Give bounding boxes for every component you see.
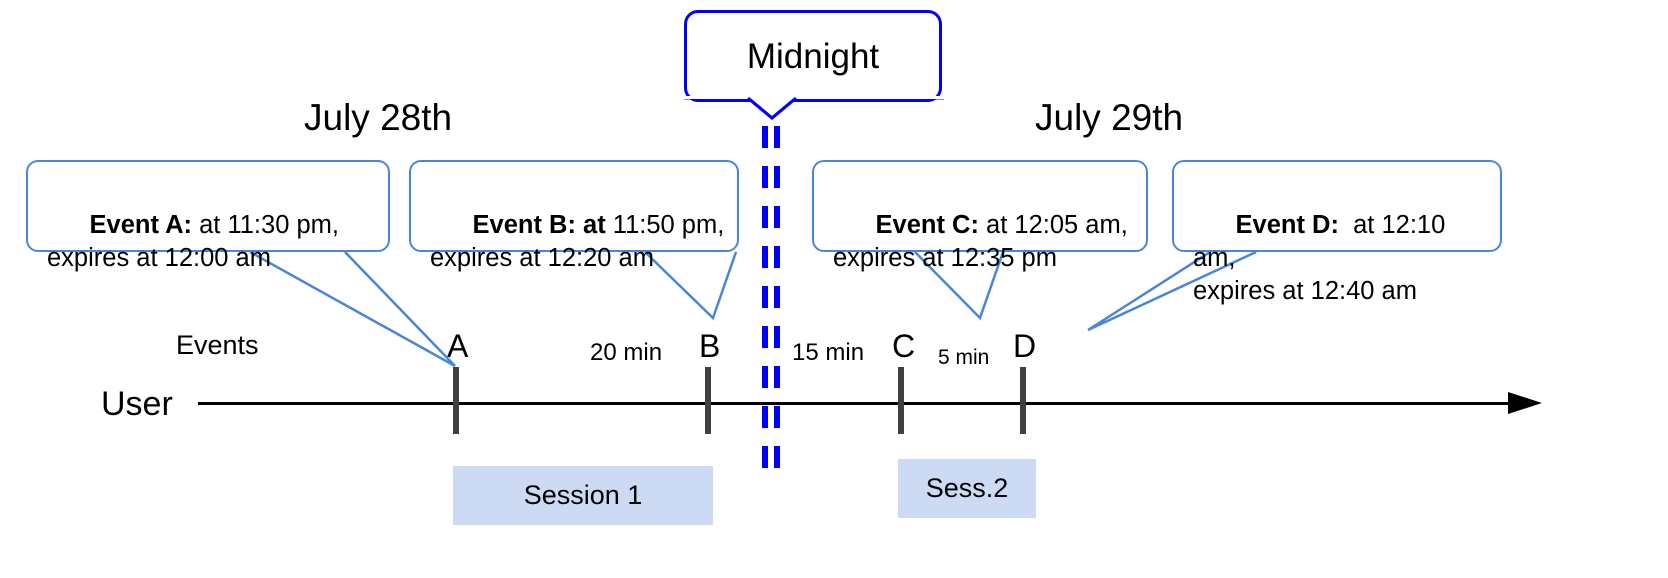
callout-event-b: Event B: at 11:50 pm, expires at 12:20 a… — [409, 160, 739, 272]
gap-label-c-to-d: 5 min — [938, 346, 990, 369]
midnight-callout-tail — [684, 96, 944, 120]
date-heading-july-29: July 29th — [1035, 97, 1184, 138]
gap-label-b-to-c: 15 min — [792, 339, 865, 366]
midnight-dashed-line — [762, 126, 780, 478]
timeline-arrow-icon — [1508, 392, 1542, 414]
midnight-callout: Midnight — [684, 10, 942, 102]
callout-event-d-bold: Event D: — [1235, 211, 1339, 239]
event-letter-b: B — [699, 328, 721, 364]
session-box-2: Sess.2 — [898, 459, 1036, 518]
tick-event-b — [705, 367, 711, 434]
callout-event-a-rest: at 11:30 pm, expires at 12:00 am — [47, 211, 339, 272]
midnight-label: Midnight — [746, 37, 880, 76]
gap-label-a-to-b: 20 min — [590, 339, 663, 366]
callout-event-d-text: Event D: at 12:10 am, expires at 12:40 a… — [1193, 176, 1490, 341]
callout-event-c-rest: at 12:05 am, expires at 12:35 pm — [833, 211, 1128, 272]
callout-event-c: Event C: at 12:05 am, expires at 12:35 p… — [812, 160, 1148, 272]
session-box-1: Session 1 — [453, 466, 713, 525]
callout-event-c-text: Event C: at 12:05 am, expires at 12:35 p… — [833, 176, 1136, 308]
callout-event-a: Event A: at 11:30 pm, expires at 12:00 a… — [26, 160, 390, 272]
event-letter-d: D — [1013, 328, 1037, 364]
event-letter-a: A — [447, 328, 469, 364]
timeline-axis — [198, 402, 1516, 405]
callout-event-a-text: Event A: at 11:30 pm, expires at 12:00 a… — [47, 176, 378, 308]
callout-event-c-bold: Event C: — [875, 211, 979, 239]
callout-event-a-bold: Event A: — [89, 211, 193, 239]
tick-event-a — [453, 367, 459, 434]
callout-event-d: Event D: at 12:10 am, expires at 12:40 a… — [1172, 160, 1502, 305]
callout-event-b-text: Event B: at 11:50 pm, expires at 12:20 a… — [430, 176, 727, 308]
row-label-events: Events — [176, 330, 259, 360]
row-label-user: User — [101, 385, 173, 423]
tick-event-c — [898, 367, 904, 434]
date-heading-july-28: July 28th — [304, 97, 453, 138]
callout-event-b-bold: Event B: at — [472, 211, 606, 239]
tick-event-d — [1020, 367, 1026, 434]
event-letter-c: C — [892, 328, 916, 364]
